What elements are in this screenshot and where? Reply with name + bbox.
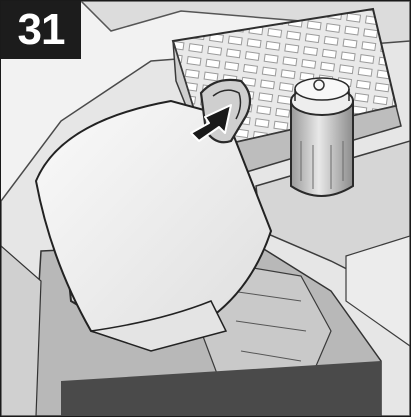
step-number-badge: 31 — [1, 1, 81, 59]
arrow-icon — [190, 104, 232, 142]
